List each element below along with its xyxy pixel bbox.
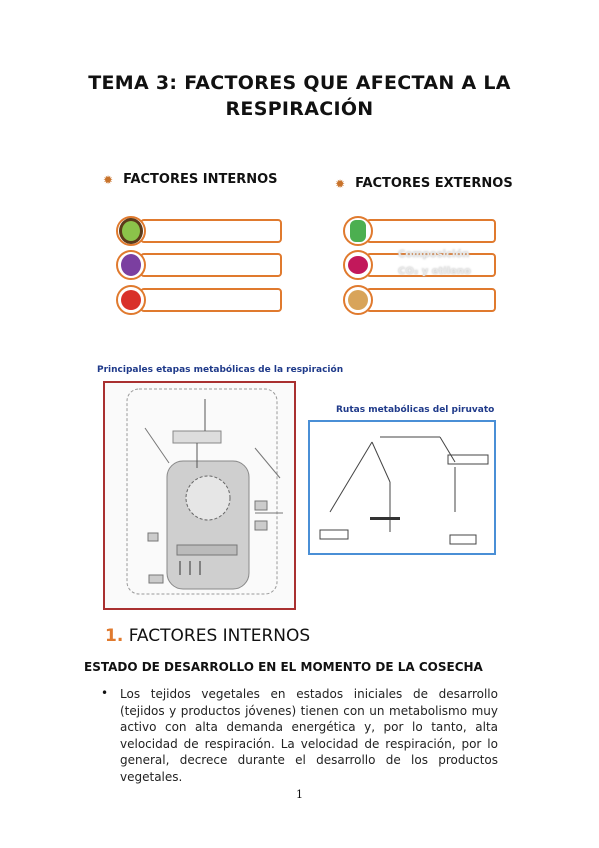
external-factor-box-1 bbox=[366, 219, 496, 243]
respiration-diagram-graphic bbox=[126, 388, 283, 595]
external-factor-box-3 bbox=[366, 288, 496, 312]
body-paragraph: Los tejidos vegetales en estados inicial… bbox=[120, 687, 498, 784]
internal-factor-box-3 bbox=[140, 288, 282, 312]
onion-icon bbox=[343, 285, 373, 315]
external-overlay-text-2: CO₂ y etileno bbox=[398, 266, 471, 277]
section-number: 1. bbox=[105, 626, 124, 646]
internal-factors-label: FACTORES INTERNOS bbox=[123, 172, 278, 187]
internal-factors-header: ✹ FACTORES INTERNOS bbox=[103, 172, 278, 187]
page-title: TEMA 3: FACTORES QUE AFECTAN A LA RESPIR… bbox=[88, 72, 511, 120]
pepper-icon bbox=[116, 285, 146, 315]
pyruvate-pathways-diagram bbox=[308, 420, 496, 555]
section-title: FACTORES INTERNOS bbox=[128, 626, 311, 646]
external-factors-header: ✹ FACTORES EXTERNOS bbox=[335, 176, 513, 191]
eggplant-icon bbox=[116, 250, 146, 280]
cactus-icon bbox=[343, 216, 373, 246]
subheading: ESTADO DE DESARROLLO EN EL MOMENTO DE LA… bbox=[84, 660, 483, 674]
external-factor-box-2 bbox=[366, 253, 496, 277]
beet-icon bbox=[343, 250, 373, 280]
external-factors-label: FACTORES EXTERNOS bbox=[355, 176, 513, 191]
pyruvate-pathways-graphic bbox=[319, 436, 489, 545]
section-heading: 1. FACTORES INTERNOS bbox=[105, 626, 310, 646]
respiration-diagram bbox=[103, 381, 296, 610]
figure1-caption: Principales etapas metabólicas de la res… bbox=[97, 365, 344, 375]
external-overlay-text-1: Composición bbox=[398, 249, 470, 260]
gear-bullet-icon: ✹ bbox=[103, 172, 114, 187]
figure2-caption: Rutas metabólicas del piruvato bbox=[336, 405, 495, 415]
bullet-icon: • bbox=[101, 686, 109, 700]
internal-factor-box-1 bbox=[140, 219, 282, 243]
gear-bullet-icon: ✹ bbox=[335, 176, 346, 191]
internal-factor-box-2 bbox=[140, 253, 282, 277]
page-number: 1 bbox=[296, 788, 303, 801]
avocado-icon bbox=[116, 216, 146, 246]
